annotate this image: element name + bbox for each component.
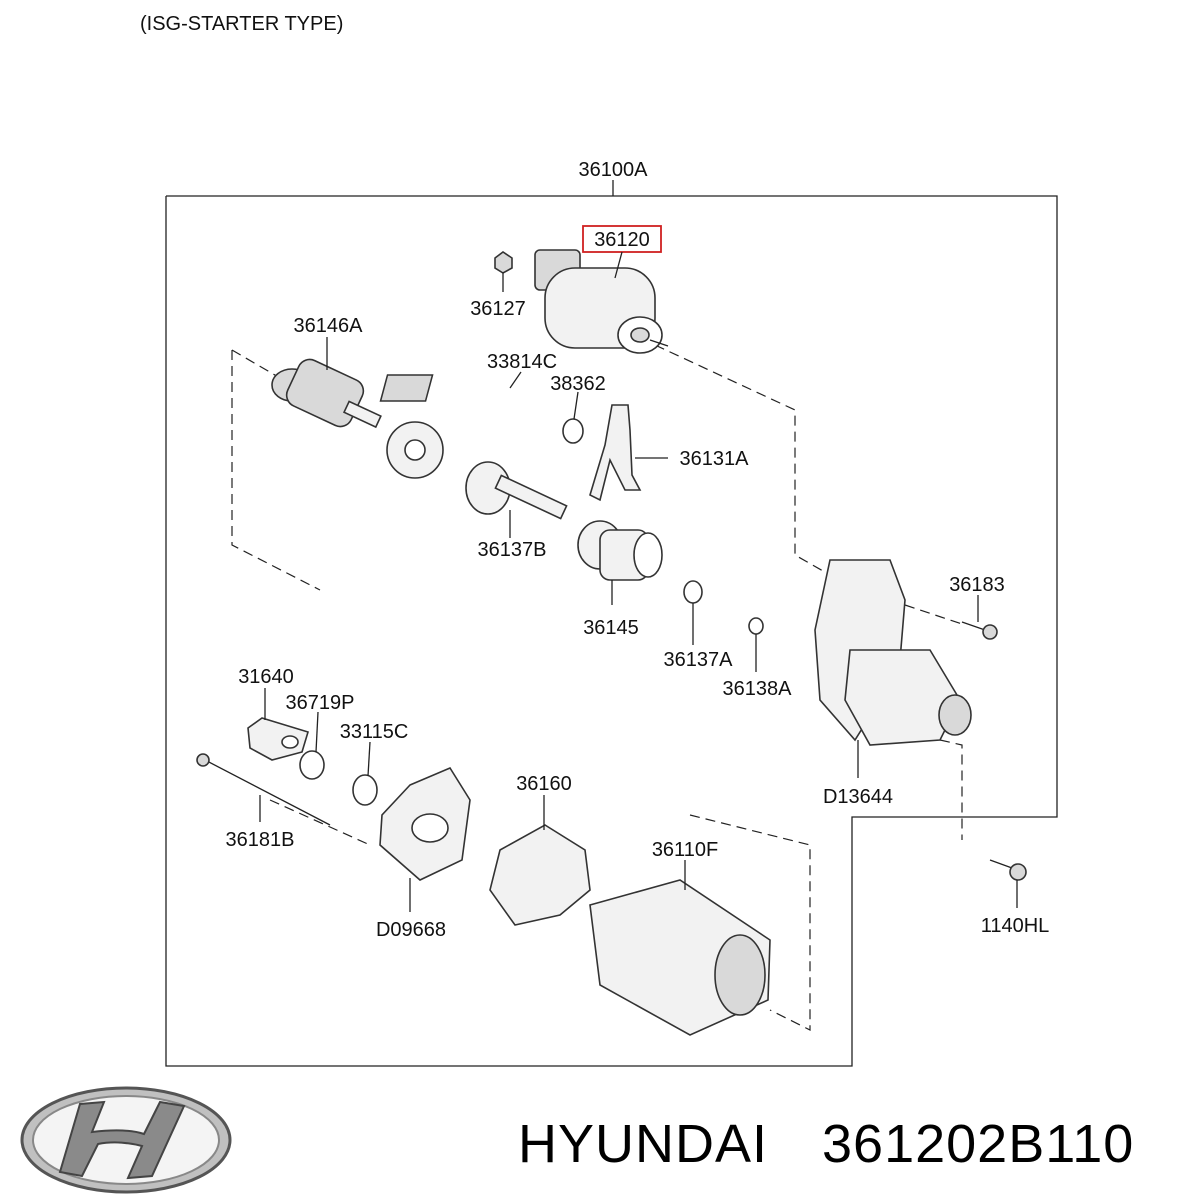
planet-gear-part xyxy=(386,421,444,479)
diagram-caption: (ISG-STARTER TYPE) xyxy=(140,13,343,35)
hyundai-logo-icon xyxy=(20,1086,232,1194)
part-label-36145[interactable]: 36145 xyxy=(583,617,639,639)
part-label-36146A[interactable]: 36146A xyxy=(294,315,364,337)
part-label-1140HL[interactable]: 1140HL xyxy=(981,915,1050,937)
screw-part-36183 xyxy=(961,621,998,640)
gasket-part xyxy=(299,750,325,780)
front-housing-part xyxy=(814,559,972,746)
lever-part xyxy=(589,404,642,502)
part-label-38362[interactable]: 38362 xyxy=(550,373,606,395)
part-label-36181B[interactable]: 36181B xyxy=(226,829,295,851)
guide-line-yoke xyxy=(689,814,811,1031)
part-label-36110F[interactable]: 36110F xyxy=(652,839,718,861)
yoke-part xyxy=(589,879,771,1036)
leader-36120 xyxy=(614,251,623,279)
part-label-D09668[interactable]: D09668 xyxy=(376,919,446,941)
washer-part xyxy=(683,580,703,604)
leader-38362 xyxy=(573,391,579,420)
leader-33814C xyxy=(509,371,522,389)
pinion-part xyxy=(577,520,663,581)
assembly-outline xyxy=(165,195,1058,1067)
nut-part xyxy=(494,251,513,274)
part-label-36131A[interactable]: 36131A xyxy=(680,448,750,470)
solenoid-part xyxy=(534,249,669,354)
part-label-36160[interactable]: 36160 xyxy=(516,773,572,795)
leader-36719P xyxy=(315,711,319,753)
part-label-36137B[interactable]: 36137B xyxy=(478,539,547,561)
rear-bracket-part xyxy=(379,766,471,881)
part-label-36719P[interactable]: 36719P xyxy=(286,692,355,714)
shaft-part xyxy=(465,461,568,520)
guide-line-36183 xyxy=(904,604,966,626)
part-label-36127[interactable]: 36127 xyxy=(470,298,526,320)
part-label-36120[interactable]: 36120 xyxy=(594,229,650,251)
part-label-36183[interactable]: 36183 xyxy=(949,574,1005,596)
assembly-label: 36100A xyxy=(579,159,649,181)
o-ring-part xyxy=(562,418,584,444)
clip-part xyxy=(748,617,764,635)
armature-part xyxy=(271,358,382,429)
part-label-D13644[interactable]: D13644 xyxy=(823,786,893,808)
part-number: 361202B110 xyxy=(822,1114,1134,1174)
insulator-part xyxy=(379,374,434,402)
part-label-33115C[interactable]: 33115C xyxy=(340,721,409,743)
through-bolt-part xyxy=(196,753,331,826)
brand-name: HYUNDAI xyxy=(518,1114,768,1174)
leader-33115C xyxy=(367,741,371,777)
guide-line-left-top xyxy=(231,349,281,379)
part-label-36137A[interactable]: 36137A xyxy=(664,649,734,671)
guide-line-solenoid xyxy=(654,344,831,576)
part-label-31640[interactable]: 31640 xyxy=(238,666,294,688)
bolt-part-1140HL xyxy=(989,859,1027,881)
guide-line-left xyxy=(231,350,321,591)
part-label-36138A[interactable]: 36138A xyxy=(723,678,793,700)
cover-part xyxy=(247,717,309,761)
guide-line-bolt xyxy=(939,739,963,840)
seal-ring-part xyxy=(352,774,378,806)
part-label-33814C[interactable]: 33814C xyxy=(487,351,557,373)
brush-holder-part xyxy=(489,824,591,926)
guide-line-bolt-long xyxy=(269,799,371,846)
